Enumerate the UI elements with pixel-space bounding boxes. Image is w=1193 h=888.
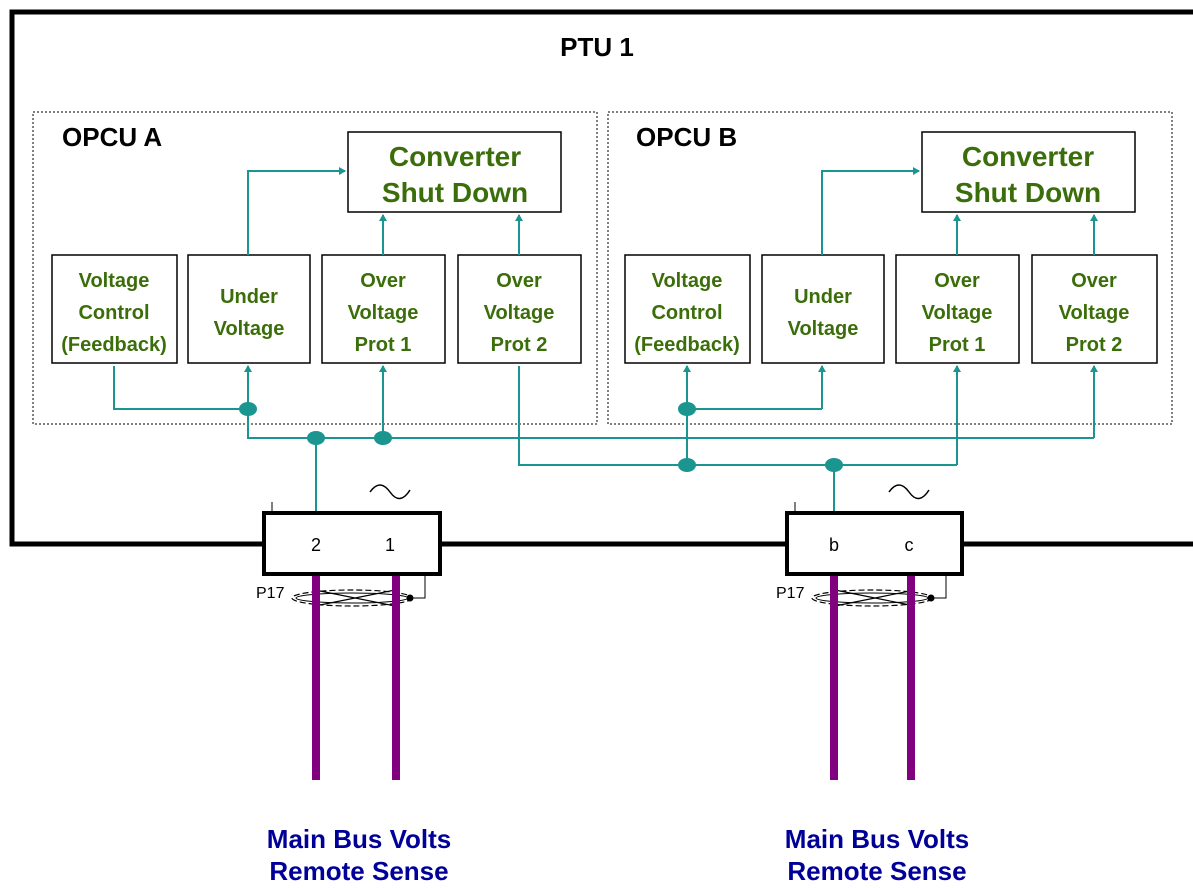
block-label-line1: Over — [934, 270, 980, 292]
opcu-a-voltage-control-block: Voltage Control (Feedback) — [51, 254, 178, 364]
ac-ground-icon — [888, 484, 930, 500]
pin-label: c — [905, 535, 914, 555]
sense-label-b-line2: Remote Sense — [787, 856, 966, 886]
block-label-line1: Over — [360, 270, 406, 292]
block-label-line3: (Feedback) — [634, 334, 740, 356]
shield-twist-icon — [314, 589, 396, 607]
block-label-line2: Control — [651, 302, 722, 324]
block-label-line2: Control — [78, 302, 149, 324]
opcu-b-voltage-control-block: Voltage Control (Feedback) — [624, 254, 751, 364]
junction-dot — [678, 402, 696, 416]
connector-label: P17 — [776, 585, 805, 602]
sense-label-a-line1: Main Bus Volts — [267, 824, 451, 854]
junction-dot — [374, 431, 392, 445]
converter-label-line2: Shut Down — [382, 177, 528, 208]
block-label-line2: Voltage — [348, 302, 419, 324]
opcu-a-over-voltage-1-block: Over Voltage Prot 1 — [321, 254, 446, 364]
sense-label-a-line2: Remote Sense — [269, 856, 448, 886]
pin-label: b — [829, 535, 839, 555]
block-label-line3: Prot 1 — [929, 334, 986, 356]
ptu-title: PTU 1 — [560, 32, 634, 62]
block-label-line3: Prot 2 — [491, 334, 548, 356]
block-label-line3: (Feedback) — [61, 334, 167, 356]
block-label-line1: Under — [220, 286, 278, 308]
block-label-line2: Voltage — [484, 302, 555, 324]
opcu-b-converter-shutdown: Converter Shut Down — [921, 131, 1136, 213]
pin-label: 1 — [385, 535, 395, 555]
junction-dot — [825, 458, 843, 472]
junction-dot — [678, 458, 696, 472]
ac-ground-icon — [369, 484, 411, 500]
pin-label: 2 — [311, 535, 321, 555]
opcu-a-under-voltage-block: Under Voltage — [187, 254, 311, 364]
block-label-line1: Over — [1071, 270, 1117, 292]
junction-dot — [239, 402, 257, 416]
opcu-b-label: OPCU B — [636, 122, 737, 152]
junction-dots — [239, 402, 843, 472]
opcu-b-under-voltage-block: Under Voltage — [761, 254, 885, 364]
block-label-line3: Prot 2 — [1066, 334, 1123, 356]
opcu-b-over-voltage-2-block: Over Voltage Prot 2 — [1031, 254, 1158, 364]
block-label-line2: Voltage — [788, 318, 859, 340]
opcu-a-over-voltage-2-block: Over Voltage Prot 2 — [457, 254, 582, 364]
block-label-line2: Voltage — [1059, 302, 1130, 324]
block-label-line2: Voltage — [214, 318, 285, 340]
junction-dot — [307, 431, 325, 445]
connector-p17-b: b c P17 — [776, 484, 964, 780]
shield-twist-icon — [834, 589, 916, 607]
block-label-line1: Under — [794, 286, 852, 308]
block-label-line1: Voltage — [652, 270, 723, 292]
connector-label: P17 — [256, 585, 285, 602]
block-label-line1: Voltage — [79, 270, 150, 292]
sense-label-b-line1: Main Bus Volts — [785, 824, 969, 854]
opcu-b-over-voltage-1-block: Over Voltage Prot 1 — [895, 254, 1020, 364]
signal-wiring — [113, 167, 1098, 512]
opcu-a-converter-shutdown: Converter Shut Down — [347, 131, 562, 213]
converter-label-line1: Converter — [389, 141, 521, 172]
converter-label-line2: Shut Down — [955, 177, 1101, 208]
block-label-line1: Over — [496, 270, 542, 292]
connector-p17-a: 2 1 P17 — [256, 484, 442, 780]
opcu-a-label: OPCU A — [62, 122, 162, 152]
block-label-line2: Voltage — [922, 302, 993, 324]
opcu-a-boundary — [32, 111, 598, 425]
block-label-line3: Prot 1 — [355, 334, 412, 356]
converter-label-line1: Converter — [962, 141, 1094, 172]
ptu-enclosure — [9, 9, 1193, 547]
opcu-b-boundary — [607, 111, 1173, 425]
